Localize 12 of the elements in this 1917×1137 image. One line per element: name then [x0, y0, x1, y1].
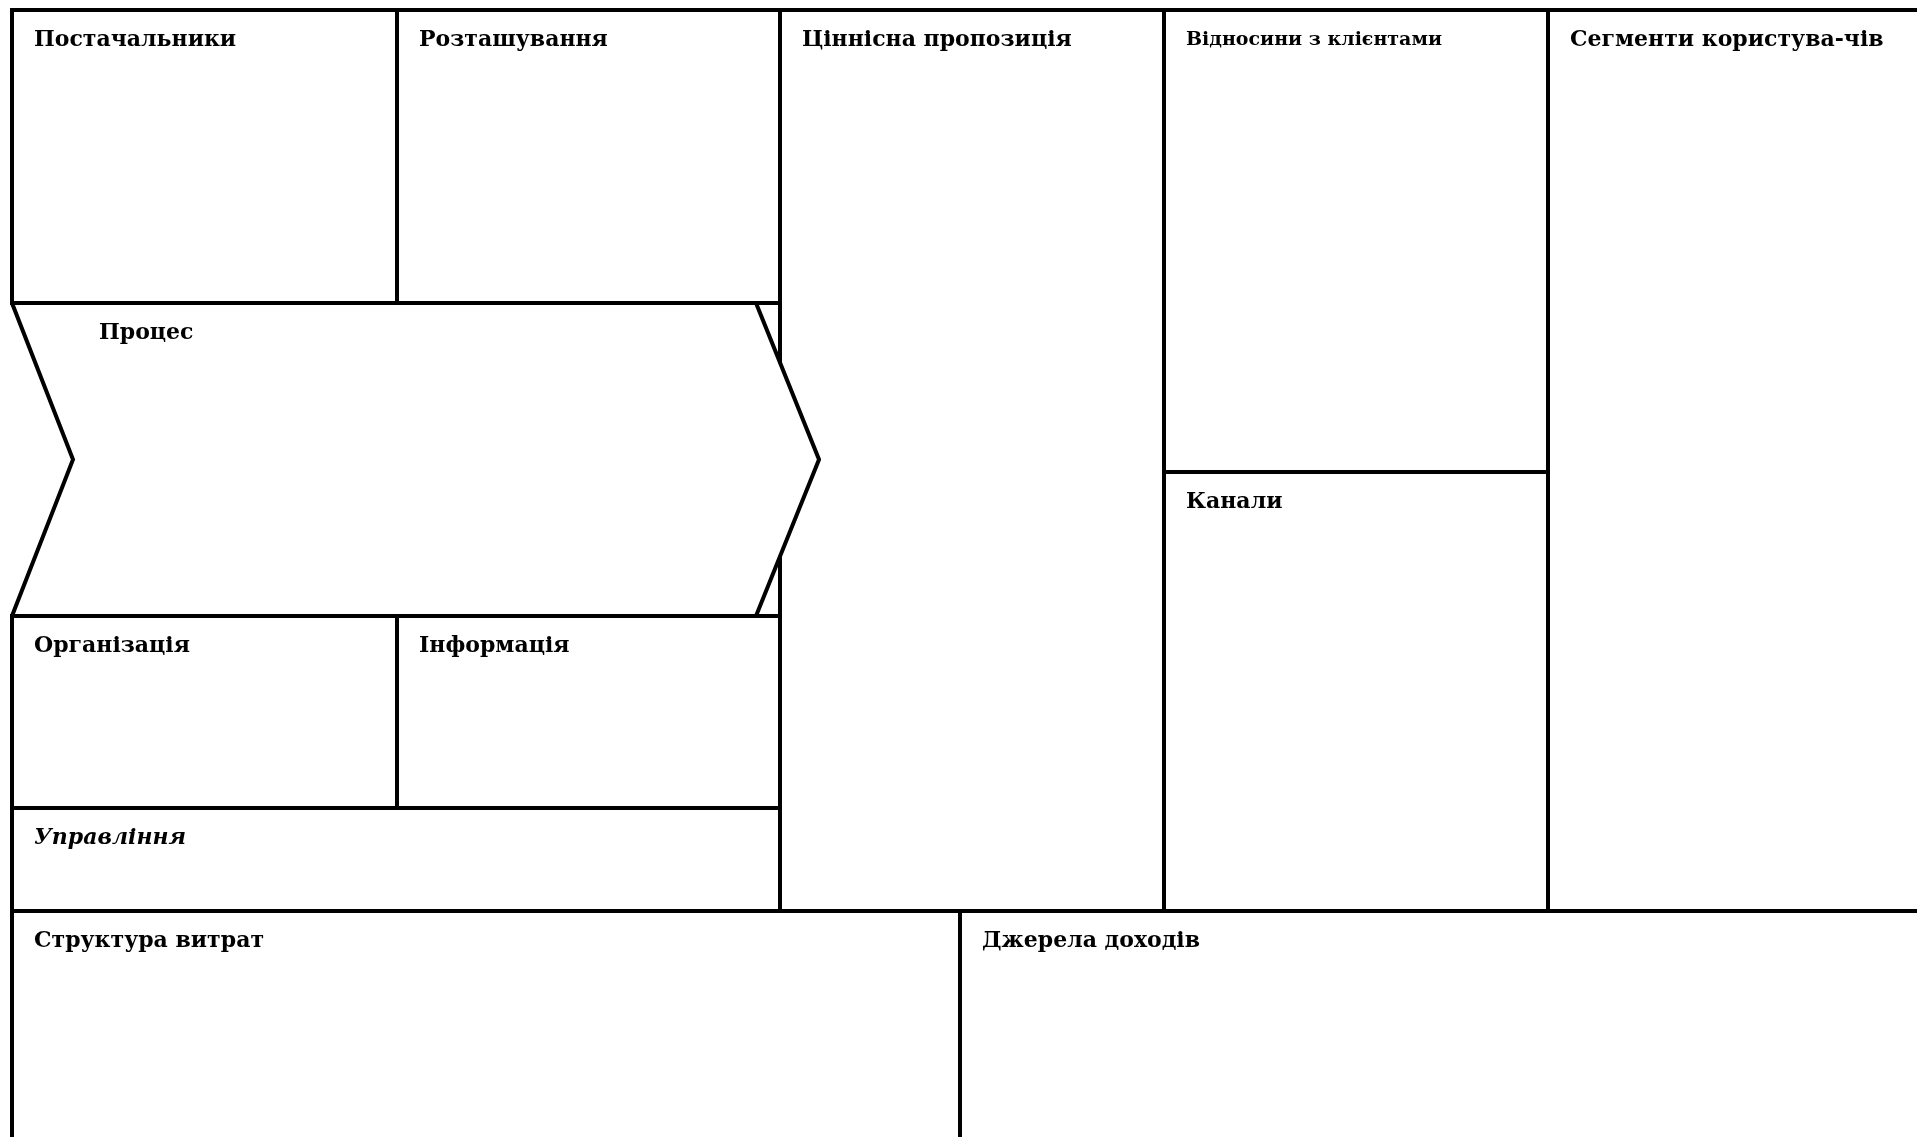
- section-heading: Організація: [34, 630, 190, 659]
- section-heading: Джерела доходів: [982, 925, 1200, 954]
- section-heading: Структура витрат: [34, 925, 264, 954]
- section-heading: Інформація: [419, 630, 570, 659]
- section-heading: Розташування: [419, 24, 608, 53]
- section-heading: Відносини з клієнтами: [1186, 26, 1443, 51]
- section-heading: Процес: [99, 317, 194, 346]
- section-heading: Сегменти користува-чів: [1570, 24, 1884, 53]
- section-heading: Ціннісна пропозиція: [802, 24, 1072, 53]
- section-heading: Постачальники: [34, 24, 237, 53]
- section-heading: Управління: [34, 822, 186, 851]
- section-heading: Канали: [1186, 486, 1283, 515]
